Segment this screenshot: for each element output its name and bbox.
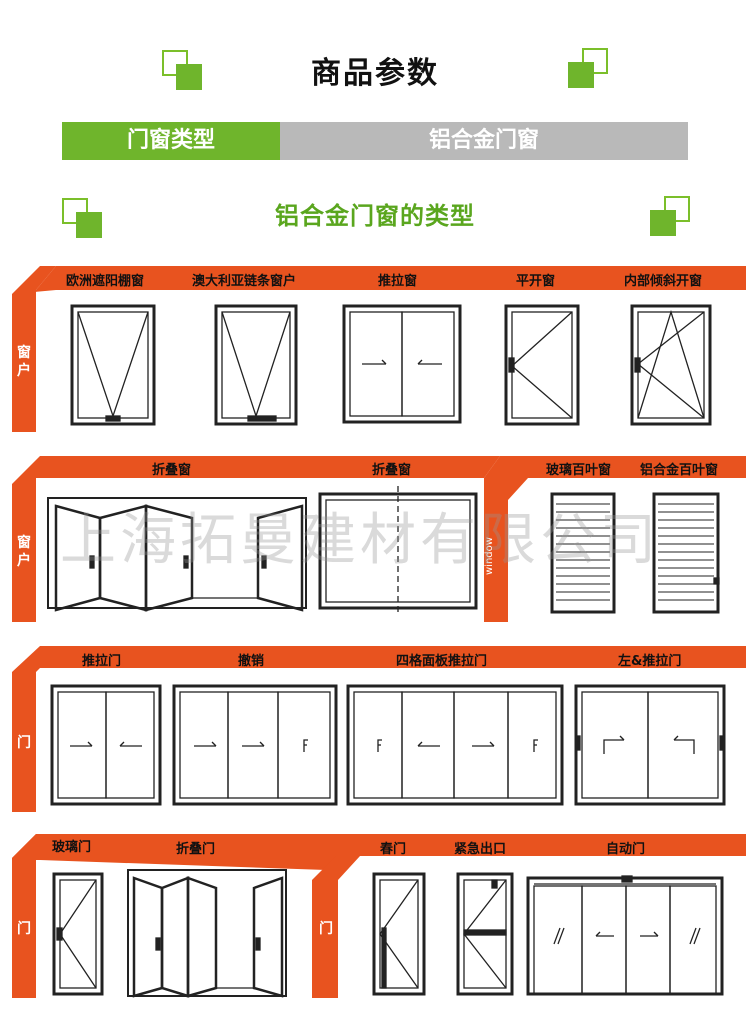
sliding-door-drawing bbox=[50, 684, 162, 806]
sliding-window-drawing bbox=[342, 304, 462, 424]
label-folding-window-2: 折叠窗 bbox=[372, 463, 412, 478]
label-australian-chain-window: 澳大利亚链条窗户 bbox=[192, 274, 297, 289]
label-left-sliding-door: 左&推拉门 bbox=[618, 654, 682, 669]
label-folding-window-1: 折叠窗 bbox=[152, 463, 192, 478]
label-undo-door: 撤销 bbox=[238, 654, 265, 669]
page-title: 商品参数 bbox=[311, 56, 439, 91]
automatic-door-drawing bbox=[526, 875, 724, 996]
folding-window-drawing-1 bbox=[47, 497, 307, 612]
label-aluminum-louver-window: 铝合金百叶窗 bbox=[640, 463, 719, 478]
label-folding-door: 折叠门 bbox=[176, 842, 216, 857]
aluminum-louver-window-drawing bbox=[652, 492, 720, 614]
tilt-turn-window-drawing bbox=[630, 304, 712, 426]
label-glass-louver-window: 玻璃百叶窗 bbox=[546, 463, 612, 478]
australian-chain-window-drawing bbox=[214, 304, 298, 426]
label-glass-door: 玻璃门 bbox=[52, 840, 92, 855]
glass-door-drawing bbox=[52, 872, 104, 996]
label-spring-door: 春门 bbox=[380, 842, 407, 857]
decorative-squares-right-icon bbox=[568, 48, 608, 88]
side-label-row1: 窗户 bbox=[17, 345, 31, 379]
label-four-panel-sliding-door: 四格面板推拉门 bbox=[396, 654, 488, 669]
param-value: 铝合金门窗 bbox=[428, 128, 539, 153]
spring-door-drawing bbox=[372, 872, 426, 996]
side-label-row4-left: 门 bbox=[17, 921, 31, 937]
casement-window-drawing bbox=[504, 304, 580, 426]
side-label-row3: 门 bbox=[17, 735, 31, 751]
side-label-row4-right: 门 bbox=[319, 921, 333, 937]
section-title: 铝合金门窗的类型 bbox=[275, 202, 475, 230]
param-bar: 门窗类型 铝合金门窗 bbox=[62, 122, 688, 160]
label-casement-window: 平开窗 bbox=[516, 274, 556, 289]
label-automatic-door: 自动门 bbox=[606, 842, 646, 857]
label-sliding-window: 推拉窗 bbox=[378, 274, 418, 289]
label-euro-awning-window: 欧洲遮阳棚窗 bbox=[66, 274, 145, 289]
four-panel-sliding-door-drawing bbox=[346, 684, 564, 806]
euro-awning-window-drawing bbox=[70, 304, 156, 426]
decorative-squares-left-icon bbox=[62, 198, 102, 238]
undo-door-drawing bbox=[172, 684, 338, 806]
watermark: 上海拓曼建材有限公司 bbox=[60, 508, 660, 573]
param-key: 门窗类型 bbox=[62, 122, 280, 160]
label-sliding-door: 推拉门 bbox=[82, 654, 122, 669]
side-label-row2: 窗户 bbox=[17, 535, 31, 569]
glass-louver-window-drawing bbox=[550, 492, 616, 614]
decorative-squares-right-icon bbox=[650, 196, 690, 236]
folding-window-drawing-2 bbox=[318, 486, 478, 616]
label-emergency-exit: 紧急出口 bbox=[454, 842, 507, 857]
emergency-exit-drawing bbox=[456, 872, 514, 996]
folding-door-drawing bbox=[127, 869, 287, 998]
decorative-squares-left-icon bbox=[162, 50, 202, 90]
label-tilt-turn-window: 内部倾斜开窗 bbox=[624, 274, 703, 289]
left-sliding-door-drawing bbox=[574, 684, 726, 806]
